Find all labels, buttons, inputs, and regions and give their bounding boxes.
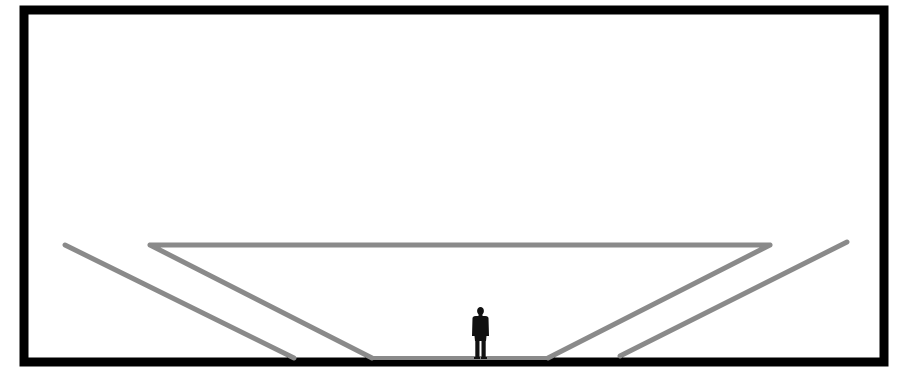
diagram-frame [24, 10, 884, 362]
